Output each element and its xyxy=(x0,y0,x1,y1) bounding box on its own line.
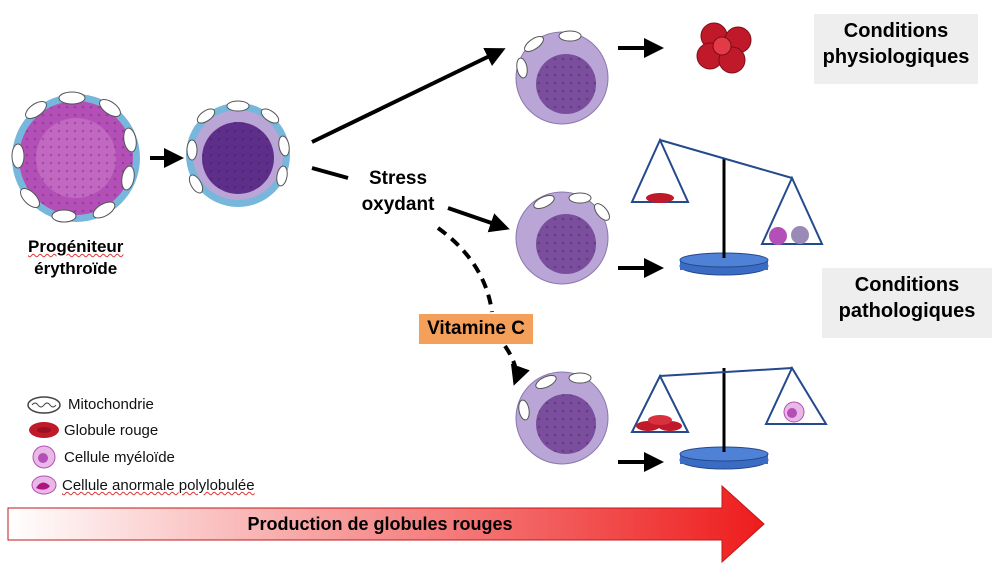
legend-red-cell-icon xyxy=(29,422,59,438)
stress-label: Stress oxydant xyxy=(348,166,448,218)
legend-mitochondria-label: Mitochondrie xyxy=(68,396,154,413)
progenitor-label: Progéniteur érythroïde xyxy=(28,236,123,280)
progenitor-label-line1: Progéniteur xyxy=(28,237,124,256)
legend-abnormal-label: Cellule anormale polylobulée xyxy=(62,477,255,494)
vitamin-cell xyxy=(515,371,609,465)
stress-cell xyxy=(515,191,610,285)
stress-label-line1: Stress xyxy=(368,168,428,189)
legend-mitochondria-icon xyxy=(27,396,61,414)
pathological-line1: Conditions xyxy=(854,274,960,296)
physiological-line1: Conditions xyxy=(843,20,949,42)
production-arrow xyxy=(7,484,765,564)
legend-myeloid-label: Cellule myéloïde xyxy=(64,449,175,466)
committed-cell xyxy=(186,100,290,207)
legend-red-cell-label: Globule rouge xyxy=(64,422,159,439)
physiological-line2: physiologiques xyxy=(822,46,970,68)
production-label: Production de globules rouges xyxy=(247,514,513,534)
legend-abnormal-icon xyxy=(31,475,57,495)
pathological-conditions-box: Conditions pathologiques xyxy=(822,268,992,338)
pathological-line2: pathologiques xyxy=(838,300,976,322)
physiological-conditions-box: Conditions physiologiques xyxy=(814,14,978,84)
red-cells-group xyxy=(696,22,752,74)
arrow-stress-end xyxy=(447,206,510,233)
balance-scale-1 xyxy=(630,137,824,276)
vitamin-c-label: Vitamine C xyxy=(419,314,533,344)
arrow-stress-start xyxy=(311,166,349,180)
balance-scale-2 xyxy=(630,365,828,470)
physiological-cell xyxy=(515,30,609,125)
dashed-arrow-bottom xyxy=(503,344,530,386)
arrow-physiological xyxy=(311,47,506,144)
legend-myeloid-icon xyxy=(32,445,56,469)
progenitor-label-line2: érythroïde xyxy=(34,259,118,278)
progenitor-cell xyxy=(11,91,140,223)
dashed-arrow-top xyxy=(436,226,494,313)
stress-label-line2: oxydant xyxy=(361,194,435,215)
